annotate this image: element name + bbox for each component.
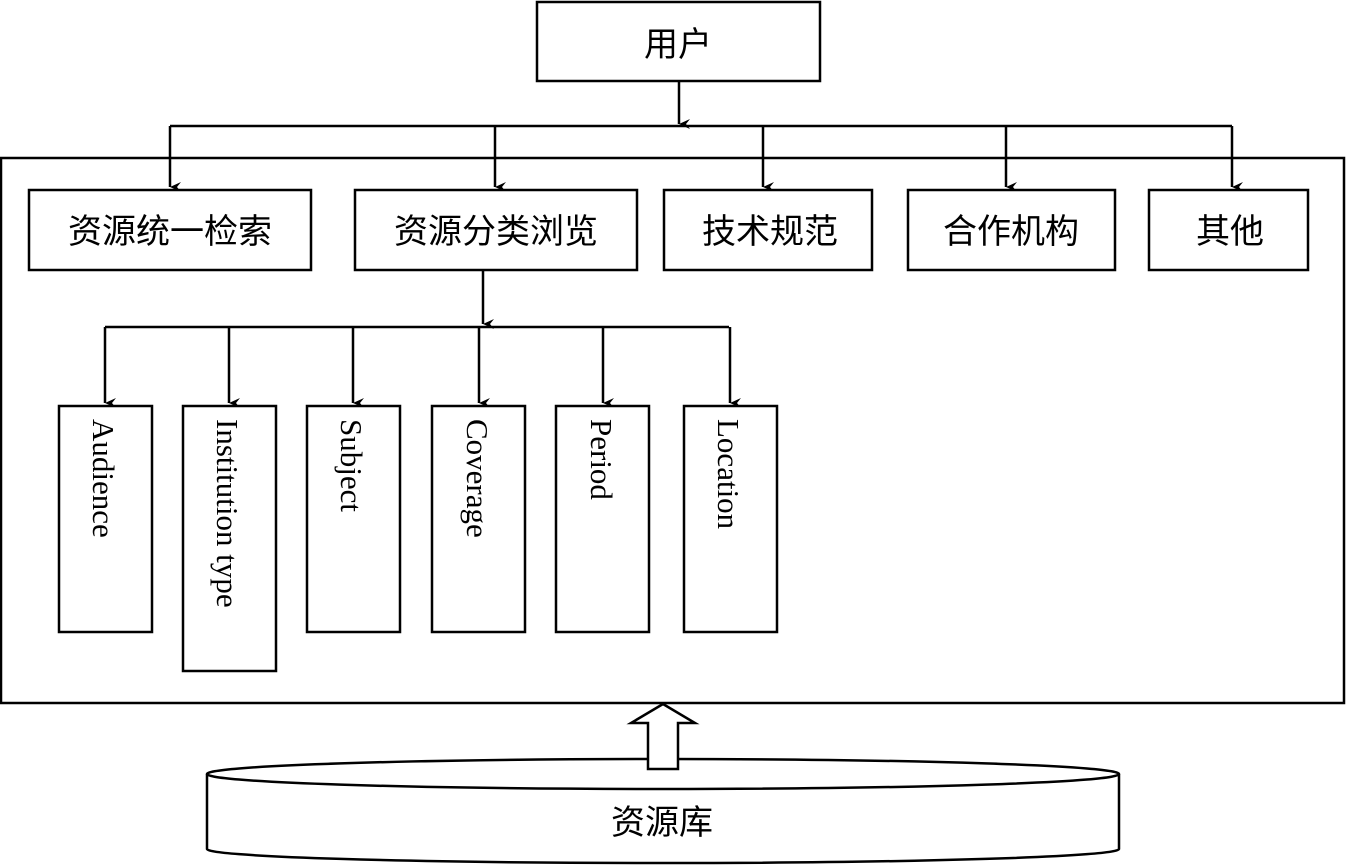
category-period: Period bbox=[554, 404, 651, 634]
module-unified-search: 资源统一检索 bbox=[27, 188, 313, 272]
category-label: Institution type bbox=[210, 419, 245, 608]
category-label: Period bbox=[584, 419, 619, 500]
platform-frame bbox=[0, 156, 1346, 705]
category-label: Location bbox=[711, 419, 746, 530]
category-subject: Subject bbox=[305, 404, 402, 634]
module-label: 资源分类浏览 bbox=[394, 212, 598, 252]
database-body bbox=[205, 774, 1121, 865]
user-node-label: 用户 bbox=[644, 25, 712, 65]
user-node: 用户 bbox=[535, 0, 822, 83]
category-label: Coverage bbox=[460, 419, 495, 538]
module-label: 技术规范 bbox=[702, 212, 838, 252]
category-coverage: Coverage bbox=[430, 404, 527, 634]
category-location: Location bbox=[682, 404, 779, 634]
module-label: 资源统一检索 bbox=[68, 212, 272, 252]
category-label: Audience bbox=[86, 419, 121, 538]
module-partners: 合作机构 bbox=[906, 188, 1117, 272]
module-label: 合作机构 bbox=[943, 212, 1079, 252]
module-category-browse: 资源分类浏览 bbox=[353, 188, 639, 272]
hollow-up-arrow-icon bbox=[626, 702, 700, 771]
module-other: 其他 bbox=[1147, 188, 1310, 272]
module-tech-spec: 技术规范 bbox=[662, 188, 874, 272]
category-institution-type: Institution type bbox=[181, 404, 278, 673]
category-audience: Audience bbox=[57, 404, 154, 634]
category-label: Subject bbox=[334, 419, 369, 512]
module-label: 其他 bbox=[1196, 212, 1264, 252]
database-label: 资源库 bbox=[611, 803, 713, 843]
resource-database: 资源库 bbox=[205, 757, 1121, 865]
